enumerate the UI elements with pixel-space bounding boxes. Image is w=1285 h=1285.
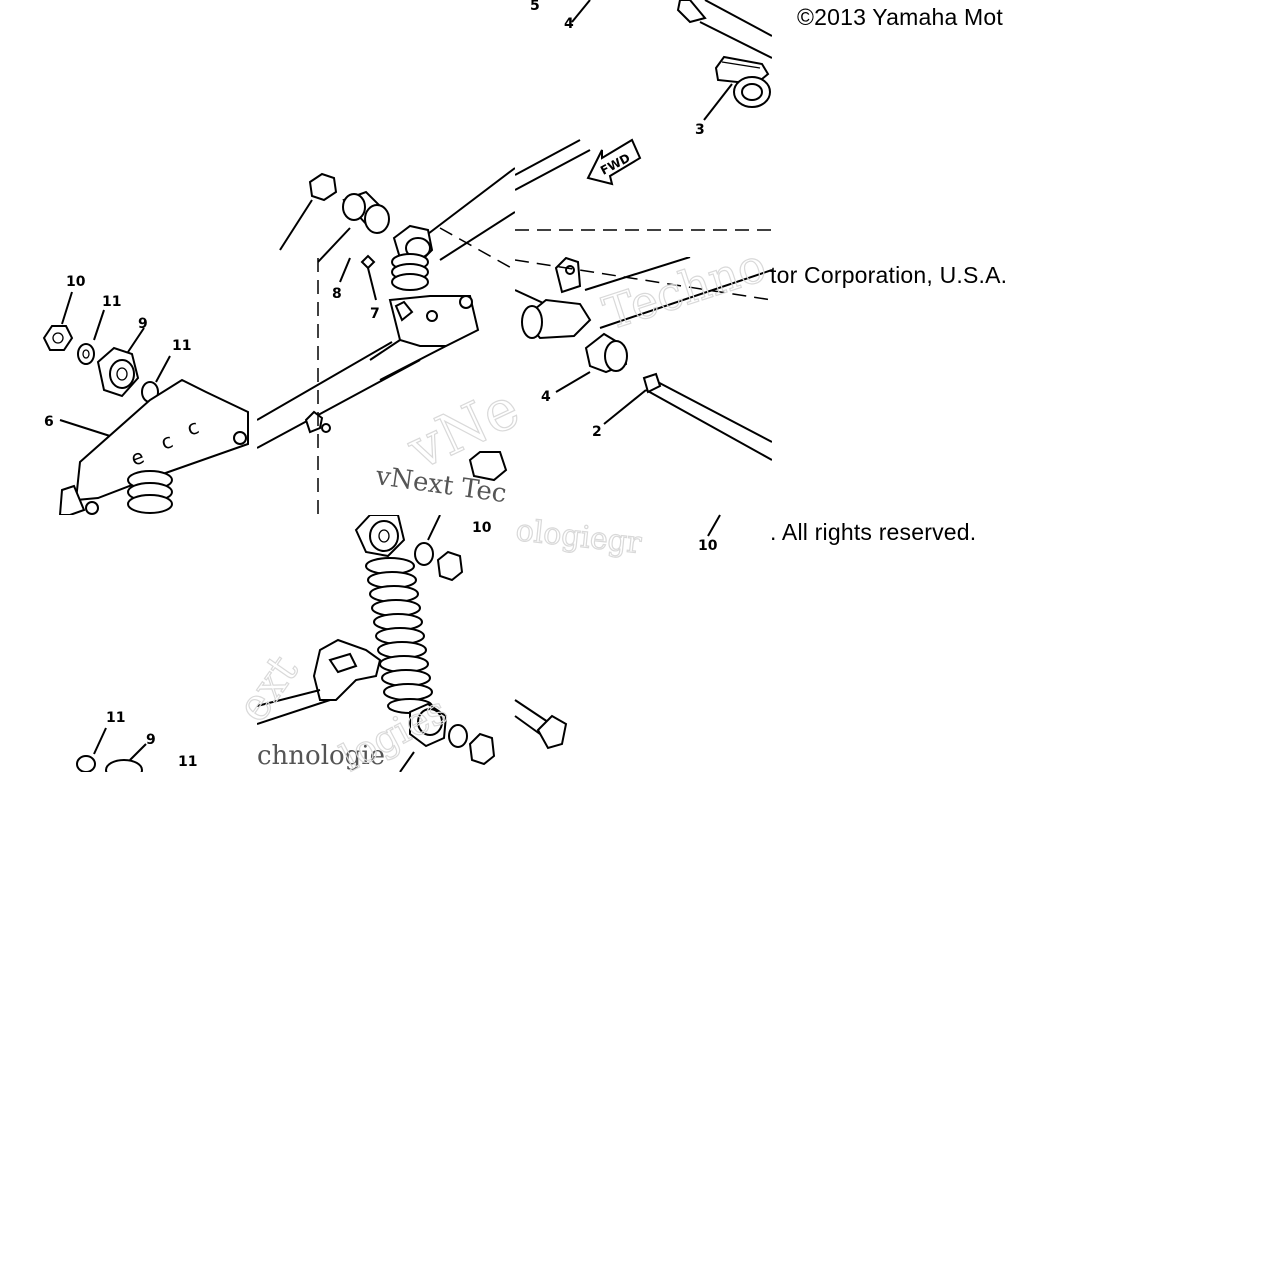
callout-9-bottom: 9 — [146, 732, 156, 748]
callout-8: 8 — [332, 286, 342, 302]
tile-center — [257, 167, 515, 515]
fwd-arrow — [586, 138, 642, 186]
callout-11-bottom-2: 11 — [178, 754, 197, 770]
shock-spring-lower — [365, 557, 433, 714]
callout-11-right: 11 — [172, 338, 191, 354]
tile-left-middle: e c c — [42, 291, 249, 515]
callout-10-right: 10 — [698, 538, 718, 554]
tile-bottom-center — [257, 515, 496, 772]
shock-absorber-left — [58, 327, 249, 515]
clamp-part — [714, 55, 771, 108]
callout-6: 6 — [44, 414, 54, 430]
callout-9-left: 9 — [138, 316, 148, 332]
watermark-text-5: ext — [227, 646, 308, 732]
callout-11-bottom-1: 11 — [106, 710, 125, 726]
bolt-part — [514, 514, 721, 750]
callout-10-left: 10 — [66, 274, 86, 290]
tile-right-middle — [515, 257, 772, 461]
bushing-part — [342, 190, 390, 234]
callout-4-top: 4 — [564, 16, 574, 32]
copyright-line-3: . All rights reserved. — [770, 519, 977, 545]
callout-7: 7 — [370, 306, 380, 322]
callout-4-middle: 4 — [541, 389, 551, 405]
callout-2: 2 — [592, 424, 602, 440]
watermark-text-4: ologiegr — [514, 513, 643, 561]
watermark-text-1: Techno — [597, 237, 773, 340]
callout-3: 3 — [695, 122, 705, 138]
callout-11-left: 11 — [102, 294, 121, 310]
tile-top-right — [515, 0, 772, 231]
bushing-part-2 — [584, 332, 628, 374]
shock-spring-upper — [391, 253, 429, 291]
copyright-line-2: tor Corporation, U.S.A. — [770, 262, 1008, 288]
tile-bottom-left — [76, 727, 147, 772]
watermark-text-6: chnologie — [257, 741, 385, 771]
callout-10-center: 10 — [472, 520, 492, 536]
copyright-line-1: ©2013 Yamaha Mot — [797, 4, 1003, 30]
callout-5: 5 — [530, 0, 540, 14]
